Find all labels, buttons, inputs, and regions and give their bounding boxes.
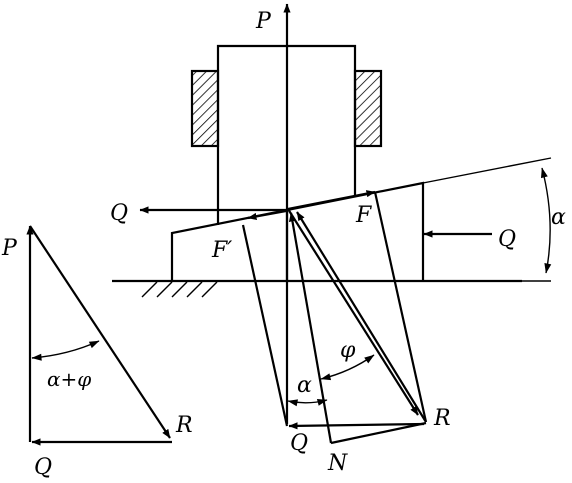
force-F-arrow (287, 190, 376, 211)
left-guide-block (190, 69, 220, 148)
R-triangle-label: R (175, 413, 193, 438)
phi-label: φ (340, 338, 356, 363)
force-Q-right-label: Q (498, 227, 516, 252)
slope-extension-line (422, 157, 552, 184)
R-main-label: R (433, 406, 451, 431)
Q-main-label: Q (290, 431, 308, 456)
ground (112, 279, 522, 298)
force-P-label: P (255, 9, 272, 34)
lower-wedge (170, 181, 425, 281)
alpha-slope-label: α (551, 205, 566, 230)
force-F-label: F (355, 203, 372, 228)
Q-triangle-label: Q (34, 455, 52, 480)
right-guide-block (353, 69, 383, 148)
force-F-prime-arrow (247, 209, 287, 220)
force-triangle-left (26, 225, 172, 446)
alpha-slope-arc (540, 167, 552, 274)
P-triangle-label: P (1, 236, 18, 261)
phi-arc (320, 354, 375, 381)
force-Q-left-label: Q (110, 201, 128, 226)
alpha-vector-arc (287, 399, 328, 407)
force-F-prime-label: F′ (211, 238, 232, 263)
alpha-vector-label: α (297, 373, 312, 398)
alpha-plus-phi-label: α+φ (47, 367, 91, 391)
N-label: N (327, 451, 348, 476)
force-polygon-main (241, 191, 428, 445)
